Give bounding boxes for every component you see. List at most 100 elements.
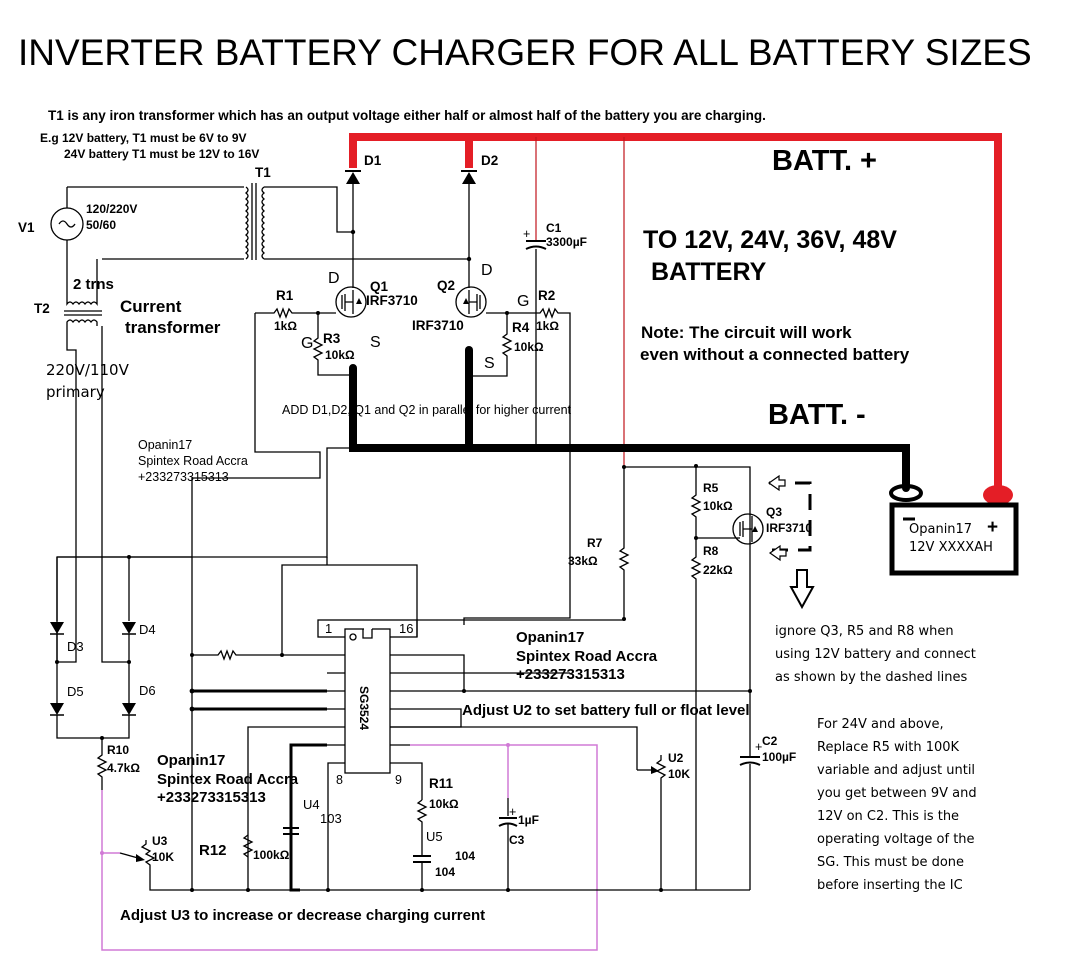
credit-block-2: Opanin17 Spintex Road Accra +23327331531… bbox=[516, 629, 658, 683]
svg-text:U5: U5 bbox=[426, 829, 443, 844]
svg-text:Opanin17: Opanin17 bbox=[138, 438, 192, 452]
svg-text:U2: U2 bbox=[668, 751, 684, 765]
svg-text:4.7kΩ: 4.7kΩ bbox=[107, 761, 140, 775]
svg-text:Q2: Q2 bbox=[437, 278, 455, 293]
svg-text:IRF3710: IRF3710 bbox=[412, 318, 464, 333]
svg-text:8: 8 bbox=[336, 773, 343, 787]
resistor-r12: 100kΩ bbox=[190, 834, 290, 892]
battery-spec: 12V XXXXAH bbox=[909, 540, 993, 555]
resistor-r8: R8 22kΩ bbox=[690, 538, 733, 890]
svg-text:22kΩ: 22kΩ bbox=[703, 563, 733, 577]
svg-text:Opanin17: Opanin17 bbox=[516, 629, 584, 646]
svg-text:S: S bbox=[484, 355, 495, 372]
resistor-r7: R7 33kΩ bbox=[568, 465, 751, 694]
mosfet-q2: D Q2 IRF3710 S G bbox=[412, 262, 536, 372]
svg-text:you get between 9V and: you get between 9V and bbox=[817, 786, 977, 801]
svg-text:+: + bbox=[523, 227, 530, 241]
no-battery-note-1: Note: The circuit will work bbox=[641, 323, 852, 342]
current-transformer-t2: T2 2 trns Current transformer 220V/110V … bbox=[34, 259, 221, 663]
svg-text:D: D bbox=[328, 270, 340, 287]
svg-text:using 12V battery and connect: using 12V battery and connect bbox=[775, 647, 976, 662]
svg-text:Replace R5 with 100K: Replace R5 with 100K bbox=[817, 740, 960, 755]
transformer-t1: T1 bbox=[67, 165, 469, 260]
svg-text:Spintex Road Accra: Spintex Road Accra bbox=[138, 454, 248, 468]
svg-text:U4: U4 bbox=[303, 797, 320, 812]
svg-text:S: S bbox=[370, 334, 381, 351]
svg-text:C3: C3 bbox=[509, 833, 525, 847]
no-battery-note-2: even without a connected battery bbox=[640, 345, 910, 364]
parallel-note: ADD D1,D2, Q1 and Q2 in parallel for hig… bbox=[282, 403, 572, 417]
svg-text:9: 9 bbox=[395, 773, 402, 787]
dashed-alternative-path bbox=[767, 474, 815, 610]
potentiometer-u2: U2 10K bbox=[637, 751, 690, 892]
r12-label: R12 bbox=[199, 842, 227, 859]
svg-text:R7: R7 bbox=[587, 536, 603, 550]
svg-text:variable and adjust until: variable and adjust until bbox=[817, 763, 975, 778]
svg-text:+233273315313: +233273315313 bbox=[157, 789, 266, 806]
svg-text:D: D bbox=[481, 262, 493, 279]
battery-plus-sign: + bbox=[987, 517, 998, 538]
battery-sizes-line-2: BATTERY bbox=[651, 258, 767, 286]
current-transformer-label-2: transformer bbox=[125, 318, 221, 337]
svg-text:before inserting the IC: before inserting the IC bbox=[817, 878, 963, 893]
svg-text:10kΩ: 10kΩ bbox=[703, 499, 733, 513]
resistor-r11: R11 10kΩ U5 104 104 bbox=[413, 776, 475, 892]
svg-text:Q3: Q3 bbox=[766, 505, 782, 519]
svg-text:100µF: 100µF bbox=[762, 750, 796, 764]
for-24v-note: For 24V and above, Replace R5 with 100K … bbox=[817, 717, 977, 893]
svg-text:1: 1 bbox=[325, 621, 332, 636]
svg-text:10K: 10K bbox=[668, 767, 690, 781]
t1-note: T1 is any iron transformer which has an … bbox=[48, 108, 766, 123]
svg-text:For 24V and above,: For 24V and above, bbox=[817, 717, 944, 732]
t1-label: T1 bbox=[255, 165, 271, 180]
mosfet-q3: Q3 IRF3710 bbox=[696, 505, 812, 545]
positive-rail bbox=[349, 133, 1013, 505]
resistor-r2: R2 1kΩ bbox=[463, 288, 571, 625]
svg-text:103: 103 bbox=[320, 811, 342, 826]
svg-text:IRF3710: IRF3710 bbox=[766, 521, 812, 535]
svg-text:Opanin17: Opanin17 bbox=[157, 752, 225, 769]
svg-text:D6: D6 bbox=[139, 683, 156, 698]
example-note-2: 24V battery T1 must be 12V to 16V bbox=[64, 147, 259, 161]
svg-text:SG. This must be done: SG. This must be done bbox=[817, 855, 964, 870]
capacitor-c3: + 1µF C3 bbox=[498, 798, 539, 892]
svg-text:D2: D2 bbox=[481, 153, 498, 168]
v1-value-freq: 50/60 bbox=[86, 218, 116, 232]
svg-text:R3: R3 bbox=[323, 331, 341, 346]
svg-text:operating voltage of the: operating voltage of the bbox=[817, 832, 975, 847]
example-note-1: E.g 12V battery, T1 must be 6V to 9V bbox=[40, 131, 247, 145]
svg-text:D3: D3 bbox=[67, 639, 84, 654]
svg-text:ignore Q3, R5 and R8 when: ignore Q3, R5 and R8 when bbox=[775, 624, 954, 639]
svg-text:R4: R4 bbox=[512, 320, 530, 335]
capacitor-c2: + C2 100µF bbox=[739, 694, 796, 890]
svg-text:D4: D4 bbox=[139, 622, 156, 637]
v1-label: V1 bbox=[18, 220, 35, 235]
svg-text:104: 104 bbox=[435, 865, 455, 879]
svg-text:10kΩ: 10kΩ bbox=[514, 340, 544, 354]
ic-wiring bbox=[189, 557, 752, 890]
svg-text:+: + bbox=[755, 740, 762, 754]
svg-text:1µF: 1µF bbox=[518, 813, 539, 827]
batt-plus-label: BATT. + bbox=[772, 145, 877, 177]
svg-text:3300µF: 3300µF bbox=[546, 235, 587, 249]
battery-sizes-line-1: TO 12V, 24V, 36V, 48V bbox=[643, 226, 897, 254]
primary-note-2: primary bbox=[46, 383, 105, 401]
svg-text:SG3524: SG3524 bbox=[357, 686, 371, 730]
svg-text:16: 16 bbox=[399, 621, 413, 636]
svg-text:R8: R8 bbox=[703, 544, 719, 558]
svg-text:C1: C1 bbox=[546, 221, 562, 235]
svg-text:1kΩ: 1kΩ bbox=[536, 319, 559, 333]
svg-text:R11: R11 bbox=[429, 776, 454, 791]
credit-block-1: Opanin17 Spintex Road Accra +23327331531… bbox=[138, 438, 248, 484]
svg-text:+233273315313: +233273315313 bbox=[516, 666, 625, 683]
svg-text:G: G bbox=[301, 335, 313, 352]
resistor-r5: R5 10kΩ bbox=[690, 464, 733, 540]
svg-text:R2: R2 bbox=[538, 288, 555, 303]
svg-text:as shown by the dashed lines: as shown by the dashed lines bbox=[775, 670, 967, 685]
battery-brand: Opanin17 bbox=[909, 522, 972, 537]
resistor-r4: R4 10kΩ bbox=[471, 313, 544, 377]
mosfet-q1: D Q1 IRF3710 S bbox=[328, 270, 418, 351]
svg-text:R5: R5 bbox=[703, 481, 719, 495]
svg-text:R10: R10 bbox=[107, 743, 129, 757]
